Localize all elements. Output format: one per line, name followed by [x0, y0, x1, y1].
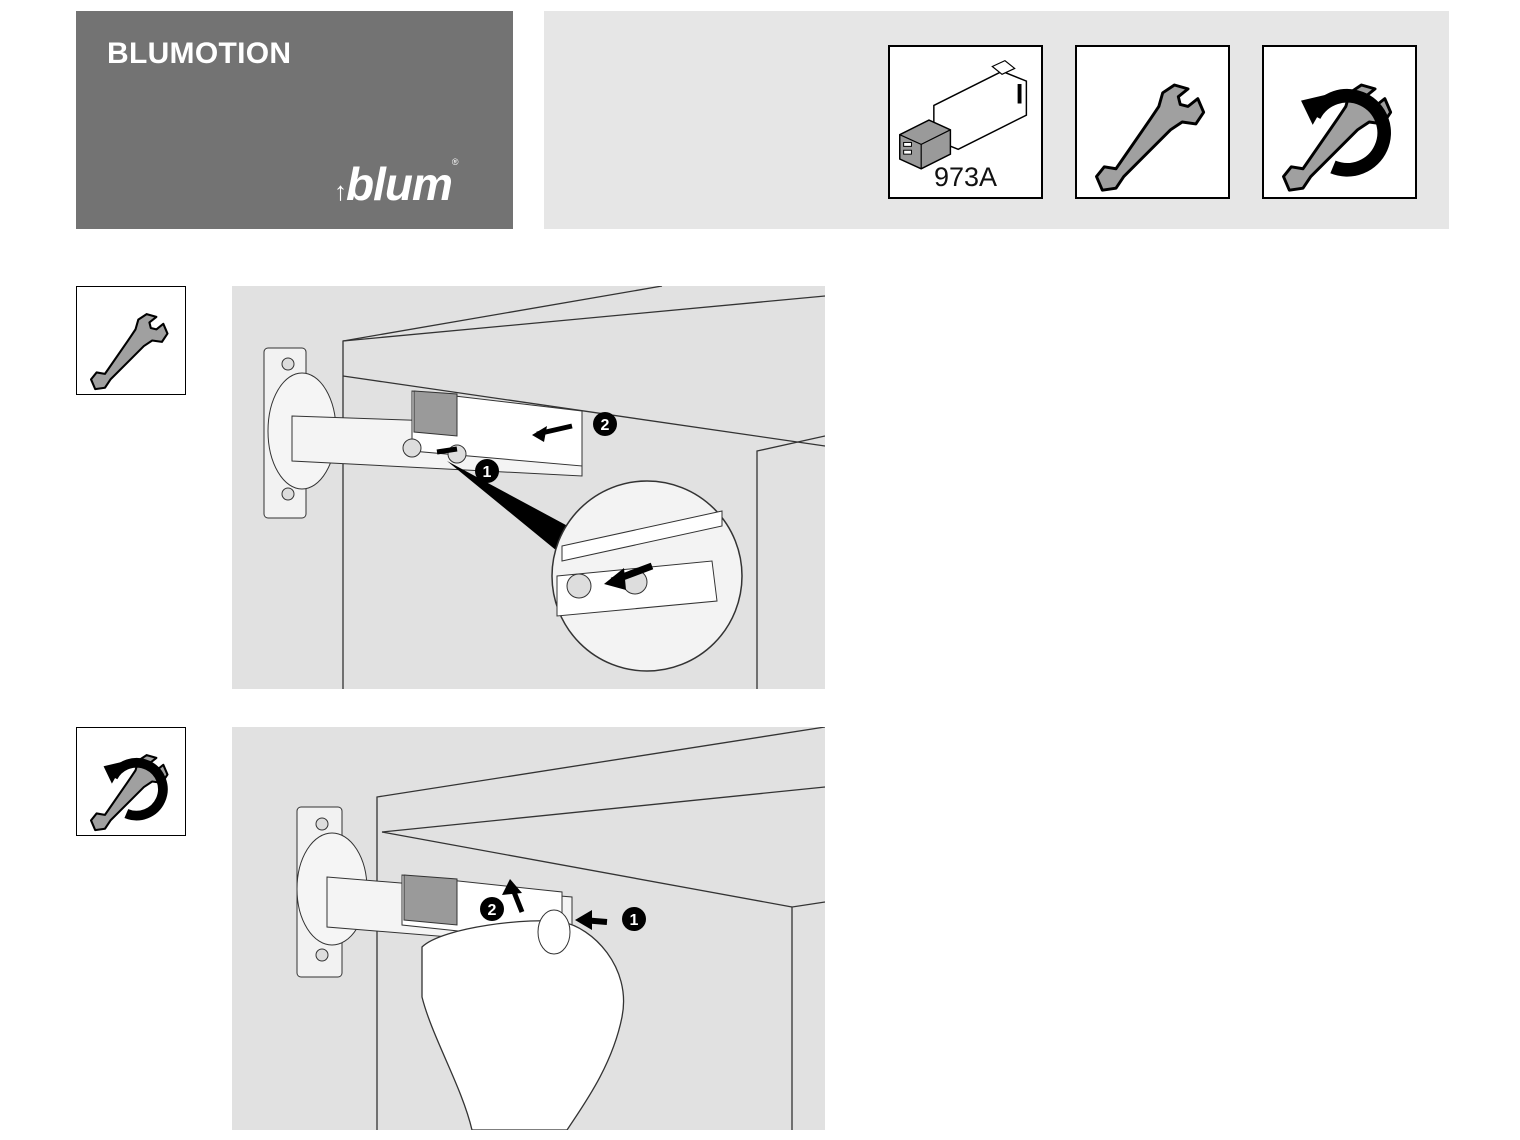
- step-1-icon-box: [76, 286, 186, 395]
- tool-icon-bar: 973A: [544, 11, 1449, 229]
- blum-logo: ↑blum®: [334, 157, 459, 210]
- part-973a-box: 973A: [888, 45, 1043, 199]
- brand-header: BLUMOTION ↑blum®: [76, 11, 513, 229]
- wrench-icon: [90, 313, 169, 391]
- illustration-remove-damper: 2 1: [232, 727, 825, 1130]
- step-2-icon-box: [76, 727, 186, 836]
- callout-1: 1: [483, 464, 492, 481]
- wrench-box: [1075, 45, 1230, 199]
- blumotion-damper-icon: [899, 59, 1028, 170]
- wrench-icon: [1095, 83, 1206, 192]
- callout-2: 2: [488, 902, 497, 919]
- brand-name: blum: [346, 158, 453, 210]
- part-number: 973A: [933, 162, 998, 192]
- callout-1: 1: [630, 912, 639, 929]
- wrench-rotate-icon: [90, 754, 169, 832]
- wrench-rotate-box: [1262, 45, 1417, 199]
- callout-2: 2: [601, 417, 610, 434]
- registered-mark: ®: [451, 157, 459, 167]
- illustration-attach-damper: 1 2: [232, 286, 825, 689]
- product-title: BLUMOTION: [107, 37, 292, 70]
- wrench-rotate-icon: [1282, 83, 1393, 192]
